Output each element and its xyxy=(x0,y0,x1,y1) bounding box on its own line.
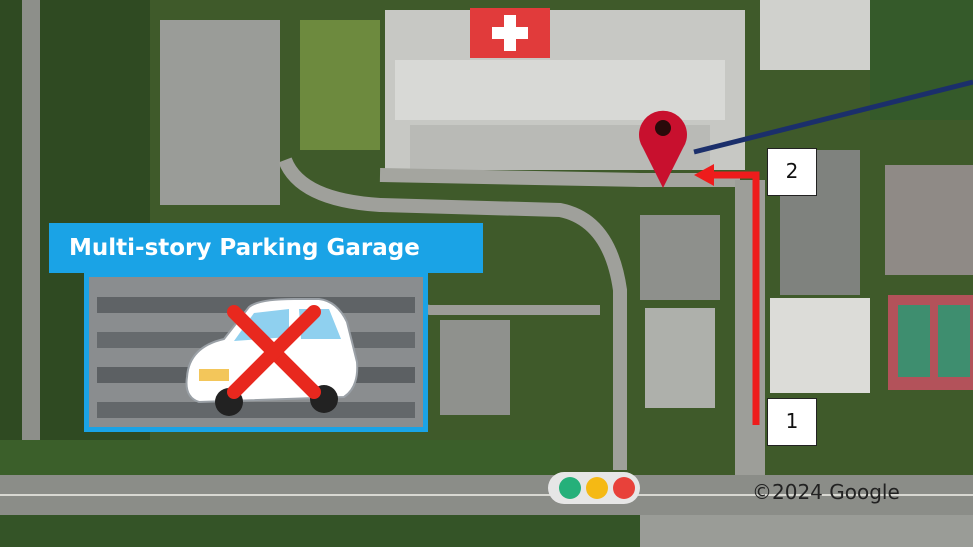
signal-red xyxy=(613,477,635,499)
lawn-center xyxy=(300,20,380,150)
tree-row-lower xyxy=(0,515,640,547)
road-lane-marking xyxy=(0,494,973,496)
tennis-court-a xyxy=(898,305,930,377)
garage-photo xyxy=(84,272,428,432)
tree-row-bottom xyxy=(0,440,560,475)
parking-bottom-right xyxy=(640,515,973,547)
parked-cars-row-4 xyxy=(97,402,415,418)
garage-label: Multi-story Parking Garage xyxy=(49,223,483,273)
parking-lot-center xyxy=(640,215,720,300)
step-2-box: 2 xyxy=(767,148,817,196)
map-copyright: ©2024 Google xyxy=(752,480,900,504)
map-pin-icon[interactable] xyxy=(639,110,687,188)
route-arrowhead xyxy=(694,164,714,186)
hospital-roof-stripes xyxy=(395,60,725,120)
helipad-cross-v xyxy=(504,15,516,51)
traffic-light-icon xyxy=(548,472,640,504)
road-vertical-east xyxy=(735,180,765,480)
gym-building xyxy=(885,165,973,275)
signal-yellow xyxy=(586,477,608,499)
route-line xyxy=(712,171,760,425)
tennis-court-b xyxy=(938,305,970,377)
access-road-curve xyxy=(278,157,627,470)
building-top-right xyxy=(760,0,870,70)
tree-cluster-top-right xyxy=(870,0,973,120)
access-road-loop xyxy=(379,168,740,187)
building-white-right xyxy=(770,298,870,393)
parking-lot-small xyxy=(440,320,510,415)
leader-line xyxy=(693,79,973,155)
parking-lot-top-left xyxy=(160,20,280,205)
no-entry-cross-icon xyxy=(227,305,321,399)
building-center-tower xyxy=(645,308,715,408)
signal-green xyxy=(559,477,581,499)
step-1-box: 1 xyxy=(767,398,817,446)
road-left-vertical xyxy=(22,0,40,440)
